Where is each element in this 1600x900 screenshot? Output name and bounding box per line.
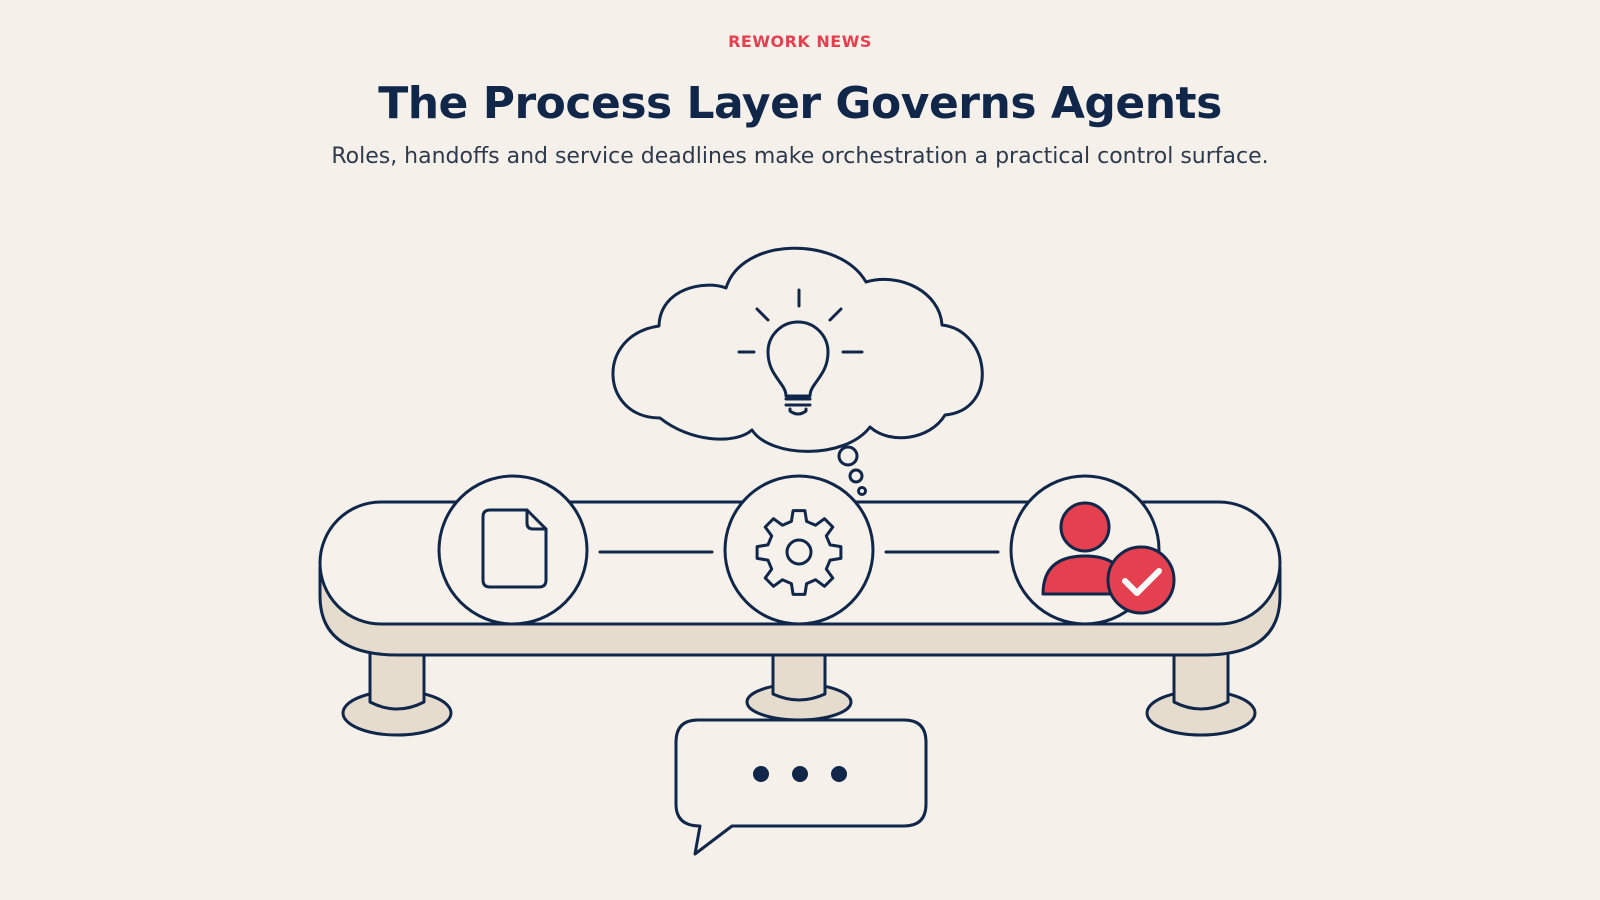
typing-dots [753,766,847,782]
node-gear [723,474,875,626]
speech-bubble-icon [674,718,928,856]
lightbulb-icon [737,288,864,416]
gear-icon [755,509,843,596]
page-subtitle: Roles, handoffs and service deadlines ma… [331,144,1269,169]
node-document [437,474,589,626]
kicker-label: REWORK NEWS [728,32,872,51]
platform-legs [341,648,1257,737]
page-title: The Process Layer Governs Agents [378,78,1222,129]
thought-cloud-icon [611,246,984,453]
document-icon [481,508,548,589]
user-check-icon [1041,501,1176,615]
